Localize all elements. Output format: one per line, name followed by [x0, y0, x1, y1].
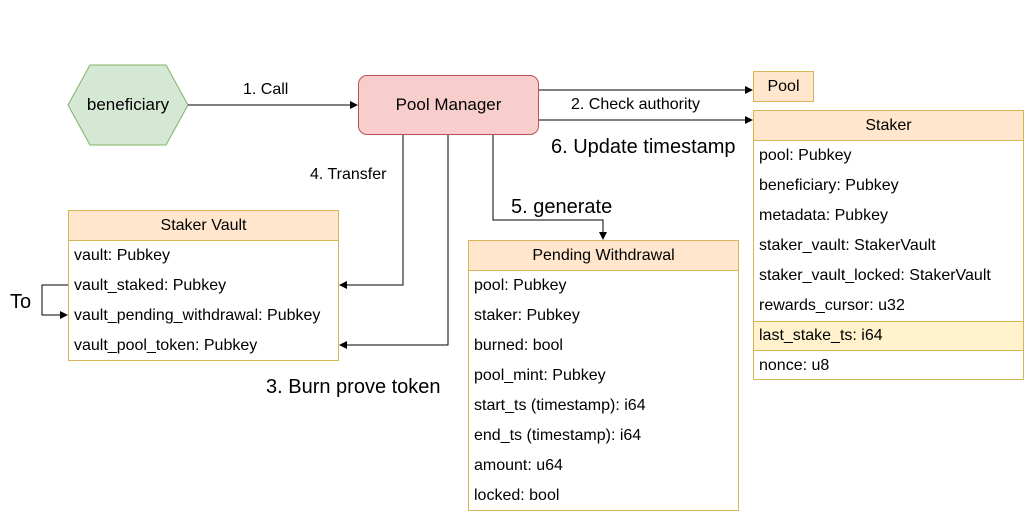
staker-field: nonce: u8: [759, 357, 830, 374]
edge-burn: [339, 135, 449, 349]
staker-vault-title: Staker Vault: [69, 211, 338, 241]
edge-label-transfer: 4. Transfer: [310, 166, 387, 183]
pool-node[interactable]: Pool: [753, 71, 814, 102]
edge-transfer: [339, 135, 404, 289]
staker-field: staker_vault: StakerVault: [759, 237, 936, 254]
edge-generate: [492, 135, 607, 240]
edge-label-burn: 3. Burn prove token: [266, 376, 441, 398]
staker-field: metadata: Pubkey: [759, 207, 888, 224]
pending-withdrawal-field: pool: Pubkey: [474, 277, 567, 294]
pending-withdrawal-field: end_ts (timestamp): i64: [474, 427, 642, 444]
beneficiary-node[interactable]: beneficiary: [68, 65, 188, 145]
staker-vault-field: vault_staked: Pubkey: [74, 277, 227, 294]
staker-field: staker_vault_locked: StakerVault: [759, 267, 991, 284]
staker-field-highlighted: last_stake_ts: i64: [754, 321, 1023, 351]
edge-label-check-authority: 2. Check authority: [571, 96, 700, 113]
staker-vault-field: vault_pool_token: Pubkey: [74, 337, 258, 354]
pending-withdrawal-field: staker: Pubkey: [474, 307, 580, 324]
edge-to: [41, 284, 68, 319]
staker-title: Staker: [754, 111, 1023, 141]
edge-label-call: 1. Call: [243, 81, 289, 98]
staker-field: beneficiary: Pubkey: [759, 177, 899, 194]
edge-label-generate: 5. generate: [511, 196, 613, 218]
pool-manager-label: Pool Manager: [395, 95, 502, 114]
edge-label-to: To: [10, 291, 32, 313]
pool-label: Pool: [767, 77, 800, 95]
pending-withdrawal-field: amount: u64: [474, 457, 563, 474]
pending-withdrawal-title: Pending Withdrawal: [469, 241, 738, 271]
staker-field: rewards_cursor: u32: [759, 297, 905, 314]
pending-withdrawal-field: locked: bool: [474, 487, 560, 504]
pending-withdrawal-field: pool_mint: Pubkey: [474, 367, 606, 384]
staker-field: pool: Pubkey: [759, 147, 852, 164]
staker-entity[interactable]: Staker pool: Pubkey beneficiary: Pubkey …: [753, 110, 1024, 380]
pending-withdrawal-field: start_ts (timestamp): i64: [474, 397, 646, 414]
pool-manager-node[interactable]: Pool Manager: [358, 75, 539, 135]
staker-vault-field: vault_pending_withdrawal: Pubkey: [74, 307, 321, 324]
staker-vault-entity[interactable]: Staker Vault vault: Pubkey vault_staked:…: [68, 210, 339, 361]
pending-withdrawal-entity[interactable]: Pending Withdrawal pool: Pubkey staker: …: [468, 240, 739, 511]
pending-withdrawal-field: burned: bool: [474, 337, 563, 354]
staker-vault-field: vault: Pubkey: [74, 247, 171, 264]
edge-label-update-timestamp: 6. Update timestamp: [551, 136, 736, 158]
beneficiary-label: beneficiary: [86, 95, 170, 114]
